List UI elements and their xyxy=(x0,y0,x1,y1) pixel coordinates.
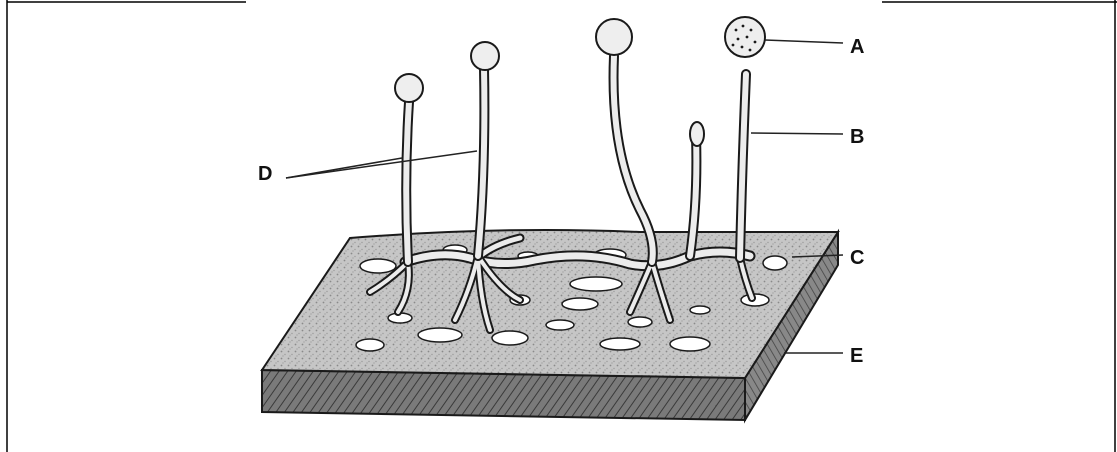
label-a: A xyxy=(850,36,864,58)
label-e: E xyxy=(850,345,863,367)
label-d: D xyxy=(258,163,272,185)
sporangium-icon xyxy=(395,17,765,146)
label-b: B xyxy=(850,126,864,148)
label-c: C xyxy=(850,247,864,269)
